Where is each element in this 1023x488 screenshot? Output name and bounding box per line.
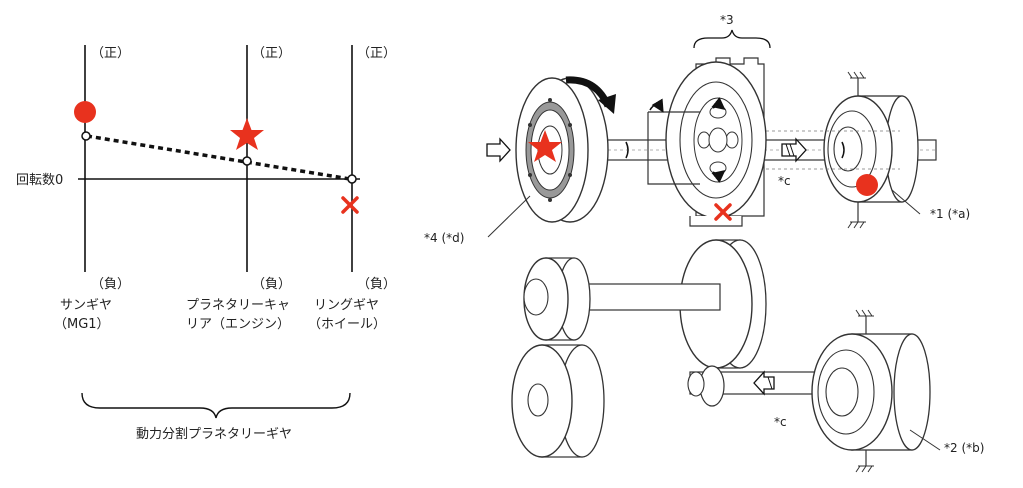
sun-name: サンギヤ — [60, 298, 112, 313]
differential-gear — [511, 344, 605, 458]
group-label: 動力分割プラネタリーギヤ — [136, 426, 292, 442]
hollow-arrow-right — [781, 137, 807, 163]
carrier-name: プラネタリーキャ — [186, 298, 290, 313]
zero-label: 回転数0 — [16, 173, 63, 188]
sun-name-sub: （MG1） — [54, 317, 110, 332]
sun-top-label: （正） — [91, 46, 130, 61]
counter-drive-gear — [523, 257, 591, 341]
gear-illustration: *3 *c *4 — [424, 13, 984, 473]
node-ring — [347, 174, 357, 184]
ring-top-label: （正） — [357, 46, 396, 61]
callout-3: *3 — [720, 13, 734, 27]
red-x-marker — [341, 196, 359, 214]
ring-name-sub: （ホイール） — [308, 317, 386, 332]
red-dot-marker — [74, 101, 96, 123]
ring-name: リングギヤ — [314, 298, 379, 313]
engine-input-disc — [515, 77, 609, 223]
nomograph: （正） （正） （正） 回転数0 （負） （負） （負） サンギヤ （MG1） … — [16, 45, 396, 442]
node-carrier — [242, 156, 252, 166]
red-star-marker — [230, 118, 264, 150]
callout-4: *4 (*d) — [424, 231, 464, 245]
carrier-bottom-label: （負） — [252, 277, 291, 292]
callout-c1: *c — [778, 174, 791, 188]
callout-c2: *c — [774, 415, 787, 429]
node-sun — [81, 131, 91, 141]
brace-3 — [693, 29, 771, 49]
speed-line — [86, 134, 351, 181]
red-star-marker-disc — [528, 130, 562, 162]
hollow-arrow-input — [486, 137, 511, 163]
sun-bottom-label: （負） — [91, 277, 130, 292]
red-x-marker-gear — [714, 203, 732, 221]
hollow-arrow-left — [753, 370, 775, 396]
carrier-name-sub: リア（エンジン） — [186, 317, 290, 332]
callout-2: *2 (*b) — [944, 441, 984, 455]
group-brace — [81, 392, 351, 419]
ring-bottom-label: （負） — [357, 277, 396, 292]
red-dot-marker-motor — [856, 174, 878, 196]
planetary-gear-unit — [647, 57, 767, 227]
carrier-top-label: （正） — [252, 46, 291, 61]
callout-1: *1 (*a) — [930, 207, 970, 221]
